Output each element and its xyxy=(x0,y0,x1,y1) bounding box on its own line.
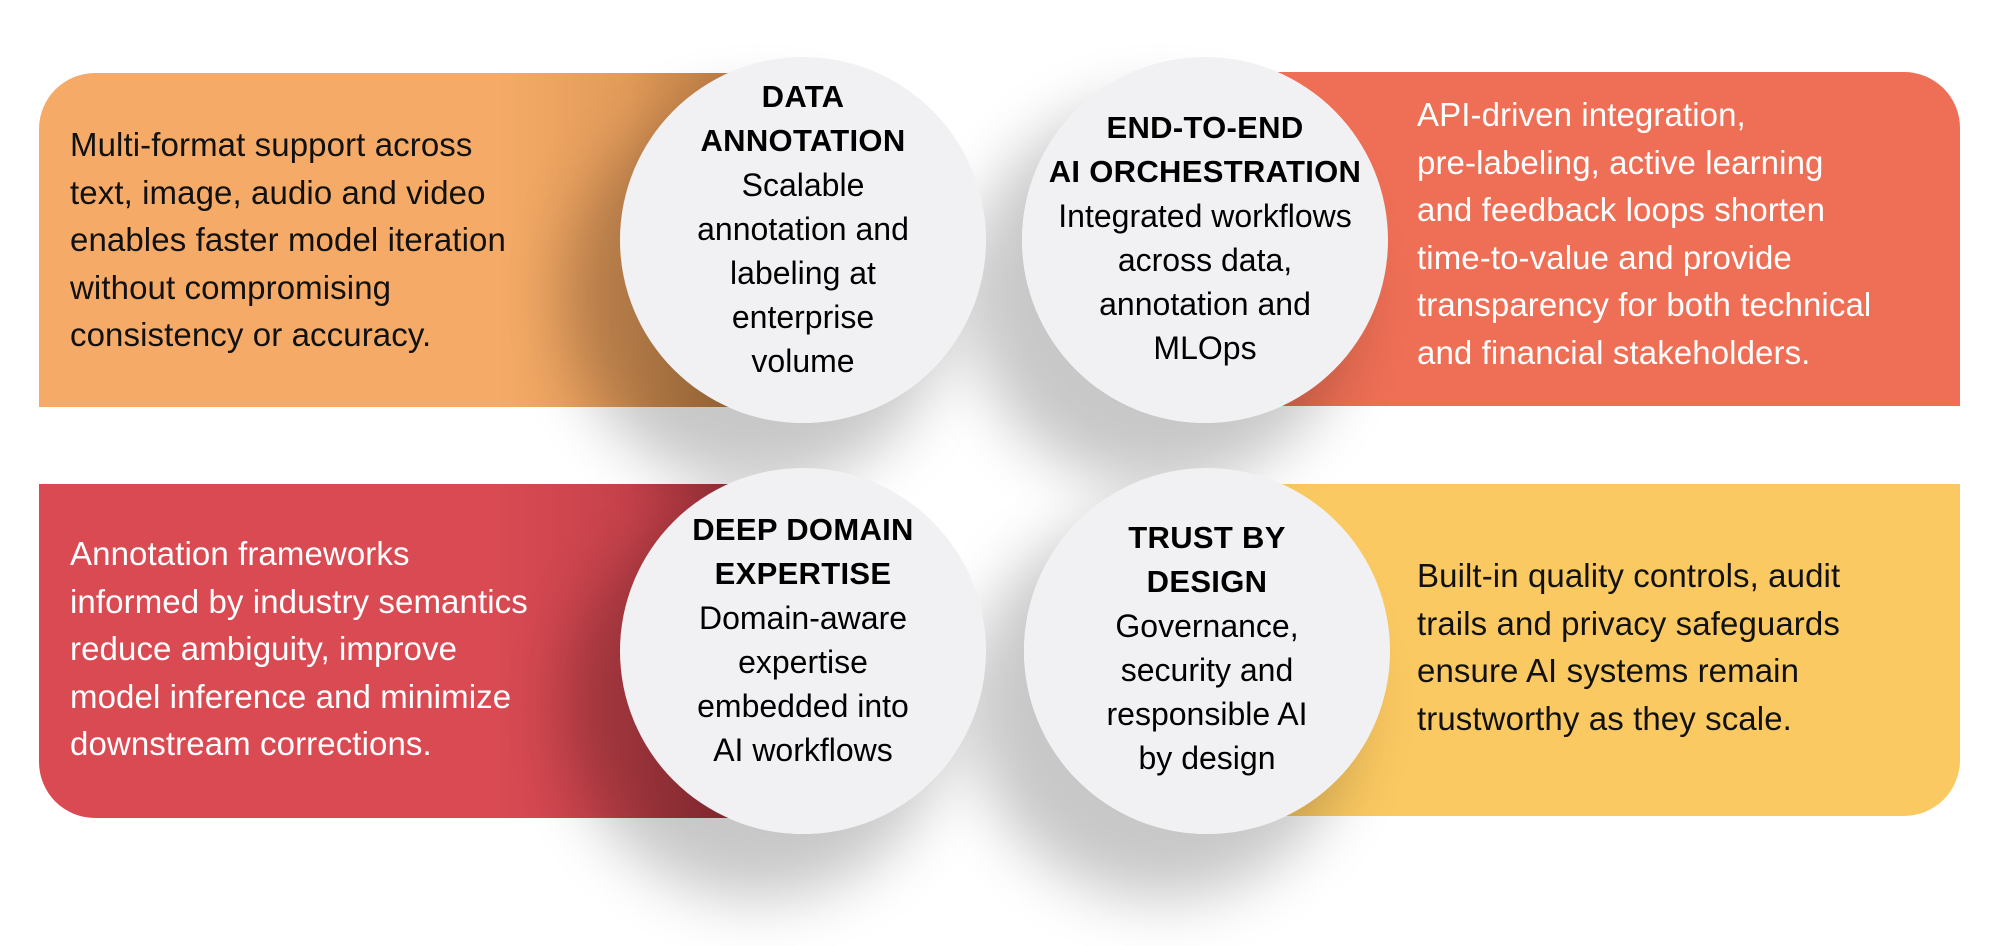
trust-by-design-title: TRUST BY DESIGN xyxy=(1106,516,1307,604)
description-line: transparency for both technical xyxy=(1417,286,1872,323)
ai-orchestration-subtitle: Integrated workflows across data, annota… xyxy=(1049,194,1362,370)
description-line: reduce ambiguity, improve xyxy=(70,630,458,667)
description-line: pre-labeling, active learning xyxy=(1417,143,1824,181)
description-line: ensure AI systems remain xyxy=(1417,652,1800,689)
domain-expertise-description: Annotation frameworks informed by indust… xyxy=(70,530,630,768)
description-line: API-driven integration, xyxy=(1417,96,1746,133)
ai-orchestration-title: END-TO-END AI ORCHESTRATION xyxy=(1049,106,1362,194)
description-line: and financial stakeholders. xyxy=(1417,333,1811,371)
data-annotation-description: Multi-format support across text, image,… xyxy=(70,121,610,359)
description-line: consistency or accuracy. xyxy=(70,316,432,353)
description-line: time-to-value and provide xyxy=(1417,238,1792,276)
subtitle-line: MLOps xyxy=(1153,330,1257,366)
trust-by-design-description: Built-in quality controls, audit trails … xyxy=(1417,552,1957,742)
trust-by-design-panel: Built-in quality controls, audit trails … xyxy=(1270,484,1960,816)
description-line: trails and privacy safeguards xyxy=(1417,604,1840,642)
description-line: enables faster model iteration xyxy=(70,221,506,258)
description-line: text, image, audio and video xyxy=(70,173,486,211)
ai-orchestration-circle: END-TO-END AI ORCHESTRATION Integrated w… xyxy=(1022,57,1388,423)
subtitle-line: security and xyxy=(1120,652,1294,688)
description-line: Multi-format support across xyxy=(70,126,473,163)
title-line: DEEP DOMAIN xyxy=(692,512,914,547)
trust-by-design-circle: TRUST BY DESIGN Governance, security and… xyxy=(1024,468,1390,834)
subtitle-line: responsible AI xyxy=(1106,696,1308,732)
data-annotation-title: DATA ANNOTATION xyxy=(697,75,909,163)
title-line: DESIGN xyxy=(1146,564,1268,599)
subtitle-line: labeling at xyxy=(730,255,876,291)
title-line: EXPERTISE xyxy=(714,556,892,591)
description-line: trustworthy as they scale. xyxy=(1417,699,1792,737)
description-line: informed by industry semantics xyxy=(70,582,528,620)
subtitle-line: by design xyxy=(1138,740,1276,776)
subtitle-line: Scalable xyxy=(741,167,865,203)
subtitle-line: Domain-aware xyxy=(698,600,908,636)
subtitle-line: expertise xyxy=(738,644,868,680)
title-line: AI ORCHESTRATION xyxy=(1048,154,1362,189)
domain-expertise-subtitle: Domain-aware expertise embedded into AI … xyxy=(692,596,913,772)
data-annotation-subtitle: Scalable annotation and labeling at ente… xyxy=(697,163,909,383)
title-line: ANNOTATION xyxy=(700,123,906,158)
title-line: END-TO-END xyxy=(1106,110,1304,145)
subtitle-line: Integrated workflows xyxy=(1058,198,1352,234)
subtitle-line: across data, xyxy=(1117,242,1293,278)
ai-orchestration-description: API-driven integration, pre-labeling, ac… xyxy=(1417,91,1957,376)
trust-by-design-subtitle: Governance, security and responsible AI … xyxy=(1106,604,1307,780)
subtitle-line: annotation and xyxy=(697,211,909,247)
data-annotation-circle: DATA ANNOTATION Scalable annotation and … xyxy=(620,57,986,423)
description-line: without compromising xyxy=(70,268,392,306)
subtitle-line: annotation and xyxy=(1099,286,1311,322)
subtitle-line: Governance, xyxy=(1115,608,1299,644)
subtitle-line: volume xyxy=(751,343,855,379)
description-line: downstream corrections. xyxy=(70,725,432,762)
description-line: and feedback loops shorten xyxy=(1417,191,1826,228)
description-line: Annotation frameworks xyxy=(70,535,410,572)
title-line: DATA xyxy=(761,79,845,114)
title-line: TRUST BY xyxy=(1128,520,1286,555)
domain-expertise-title: DEEP DOMAIN EXPERTISE xyxy=(692,508,913,596)
description-line: model inference and minimize xyxy=(70,677,512,715)
subtitle-line: AI workflows xyxy=(713,732,893,768)
subtitle-line: enterprise xyxy=(731,299,875,335)
domain-expertise-circle: DEEP DOMAIN EXPERTISE Domain-aware exper… xyxy=(620,468,986,834)
subtitle-line: embedded into xyxy=(697,688,909,724)
description-line: Built-in quality controls, audit xyxy=(1417,557,1841,594)
